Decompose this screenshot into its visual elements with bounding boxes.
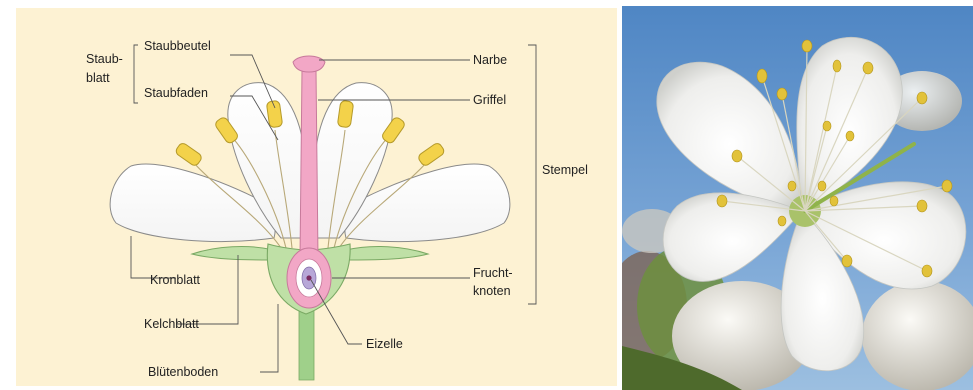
stem [299, 308, 314, 380]
flower-diagram-panel: Staub- blatt Staubbeutel Staubfaden Narb… [16, 8, 617, 386]
label-staubfaden: Staubfaden [144, 86, 208, 100]
label-narbe: Narbe [473, 53, 507, 67]
flower-photo [622, 6, 973, 390]
label-eizelle: Eizelle [366, 337, 403, 351]
label-staubblatt-line2: blatt [86, 71, 110, 85]
anther [417, 142, 446, 168]
label-stempel: Stempel [542, 163, 588, 177]
label-staubblatt-line1: Staub- [86, 52, 123, 66]
label-staubbeutel: Staubbeutel [144, 39, 211, 53]
stigma [293, 56, 325, 72]
label-bluetenboden: Blütenboden [148, 365, 218, 379]
style [300, 70, 318, 258]
label-fruchtknoten-line2: knoten [473, 284, 511, 298]
label-fruchtknoten-line1: Frucht- [473, 266, 513, 280]
label-griffel: Griffel [473, 93, 506, 107]
flower-photo-illustration [622, 6, 973, 390]
sepal-left [192, 247, 274, 260]
anther [174, 142, 203, 168]
label-kelchblatt: Kelchblatt [144, 317, 199, 331]
flower-diagram: Staub- blatt Staubbeutel Staubfaden Narb… [16, 8, 617, 386]
sepal-right [346, 247, 428, 260]
egg-cell [306, 275, 311, 280]
label-kronblatt: Kronblatt [150, 273, 201, 287]
